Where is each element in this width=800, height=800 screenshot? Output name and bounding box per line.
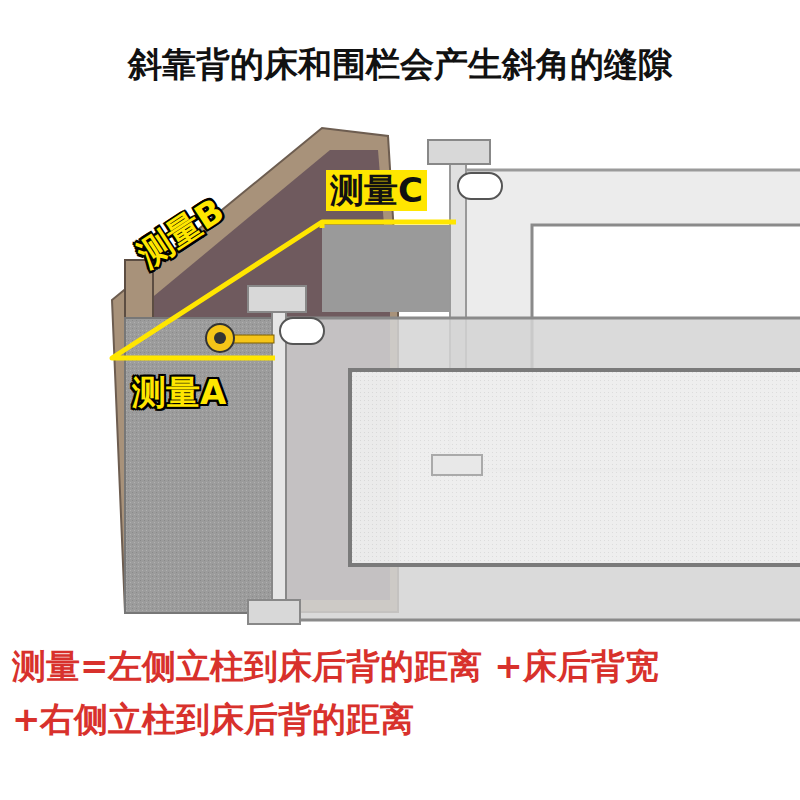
near-rail-window bbox=[350, 370, 800, 565]
near-post-foot bbox=[248, 600, 300, 624]
title: 斜靠背的床和围栏会产生斜角的缝隙 bbox=[0, 42, 800, 88]
far-post-cap bbox=[428, 140, 490, 164]
near-post-cap bbox=[248, 286, 306, 312]
tape-measure bbox=[206, 324, 274, 352]
far-gap bbox=[322, 225, 460, 312]
caption: 测量=左侧立柱到床后背的距离 +床后背宽+右侧立柱到床后背的距离 bbox=[12, 640, 792, 745]
far-post-foot bbox=[432, 455, 482, 475]
near-knob bbox=[280, 318, 324, 344]
left-panel bbox=[125, 318, 275, 613]
measure-tick bbox=[320, 222, 325, 228]
far-knob bbox=[458, 173, 502, 199]
near-rail bbox=[285, 318, 800, 620]
near-post bbox=[272, 310, 286, 610]
measure-label: 测量A bbox=[128, 372, 230, 413]
measure-label: 测量C bbox=[326, 170, 427, 211]
